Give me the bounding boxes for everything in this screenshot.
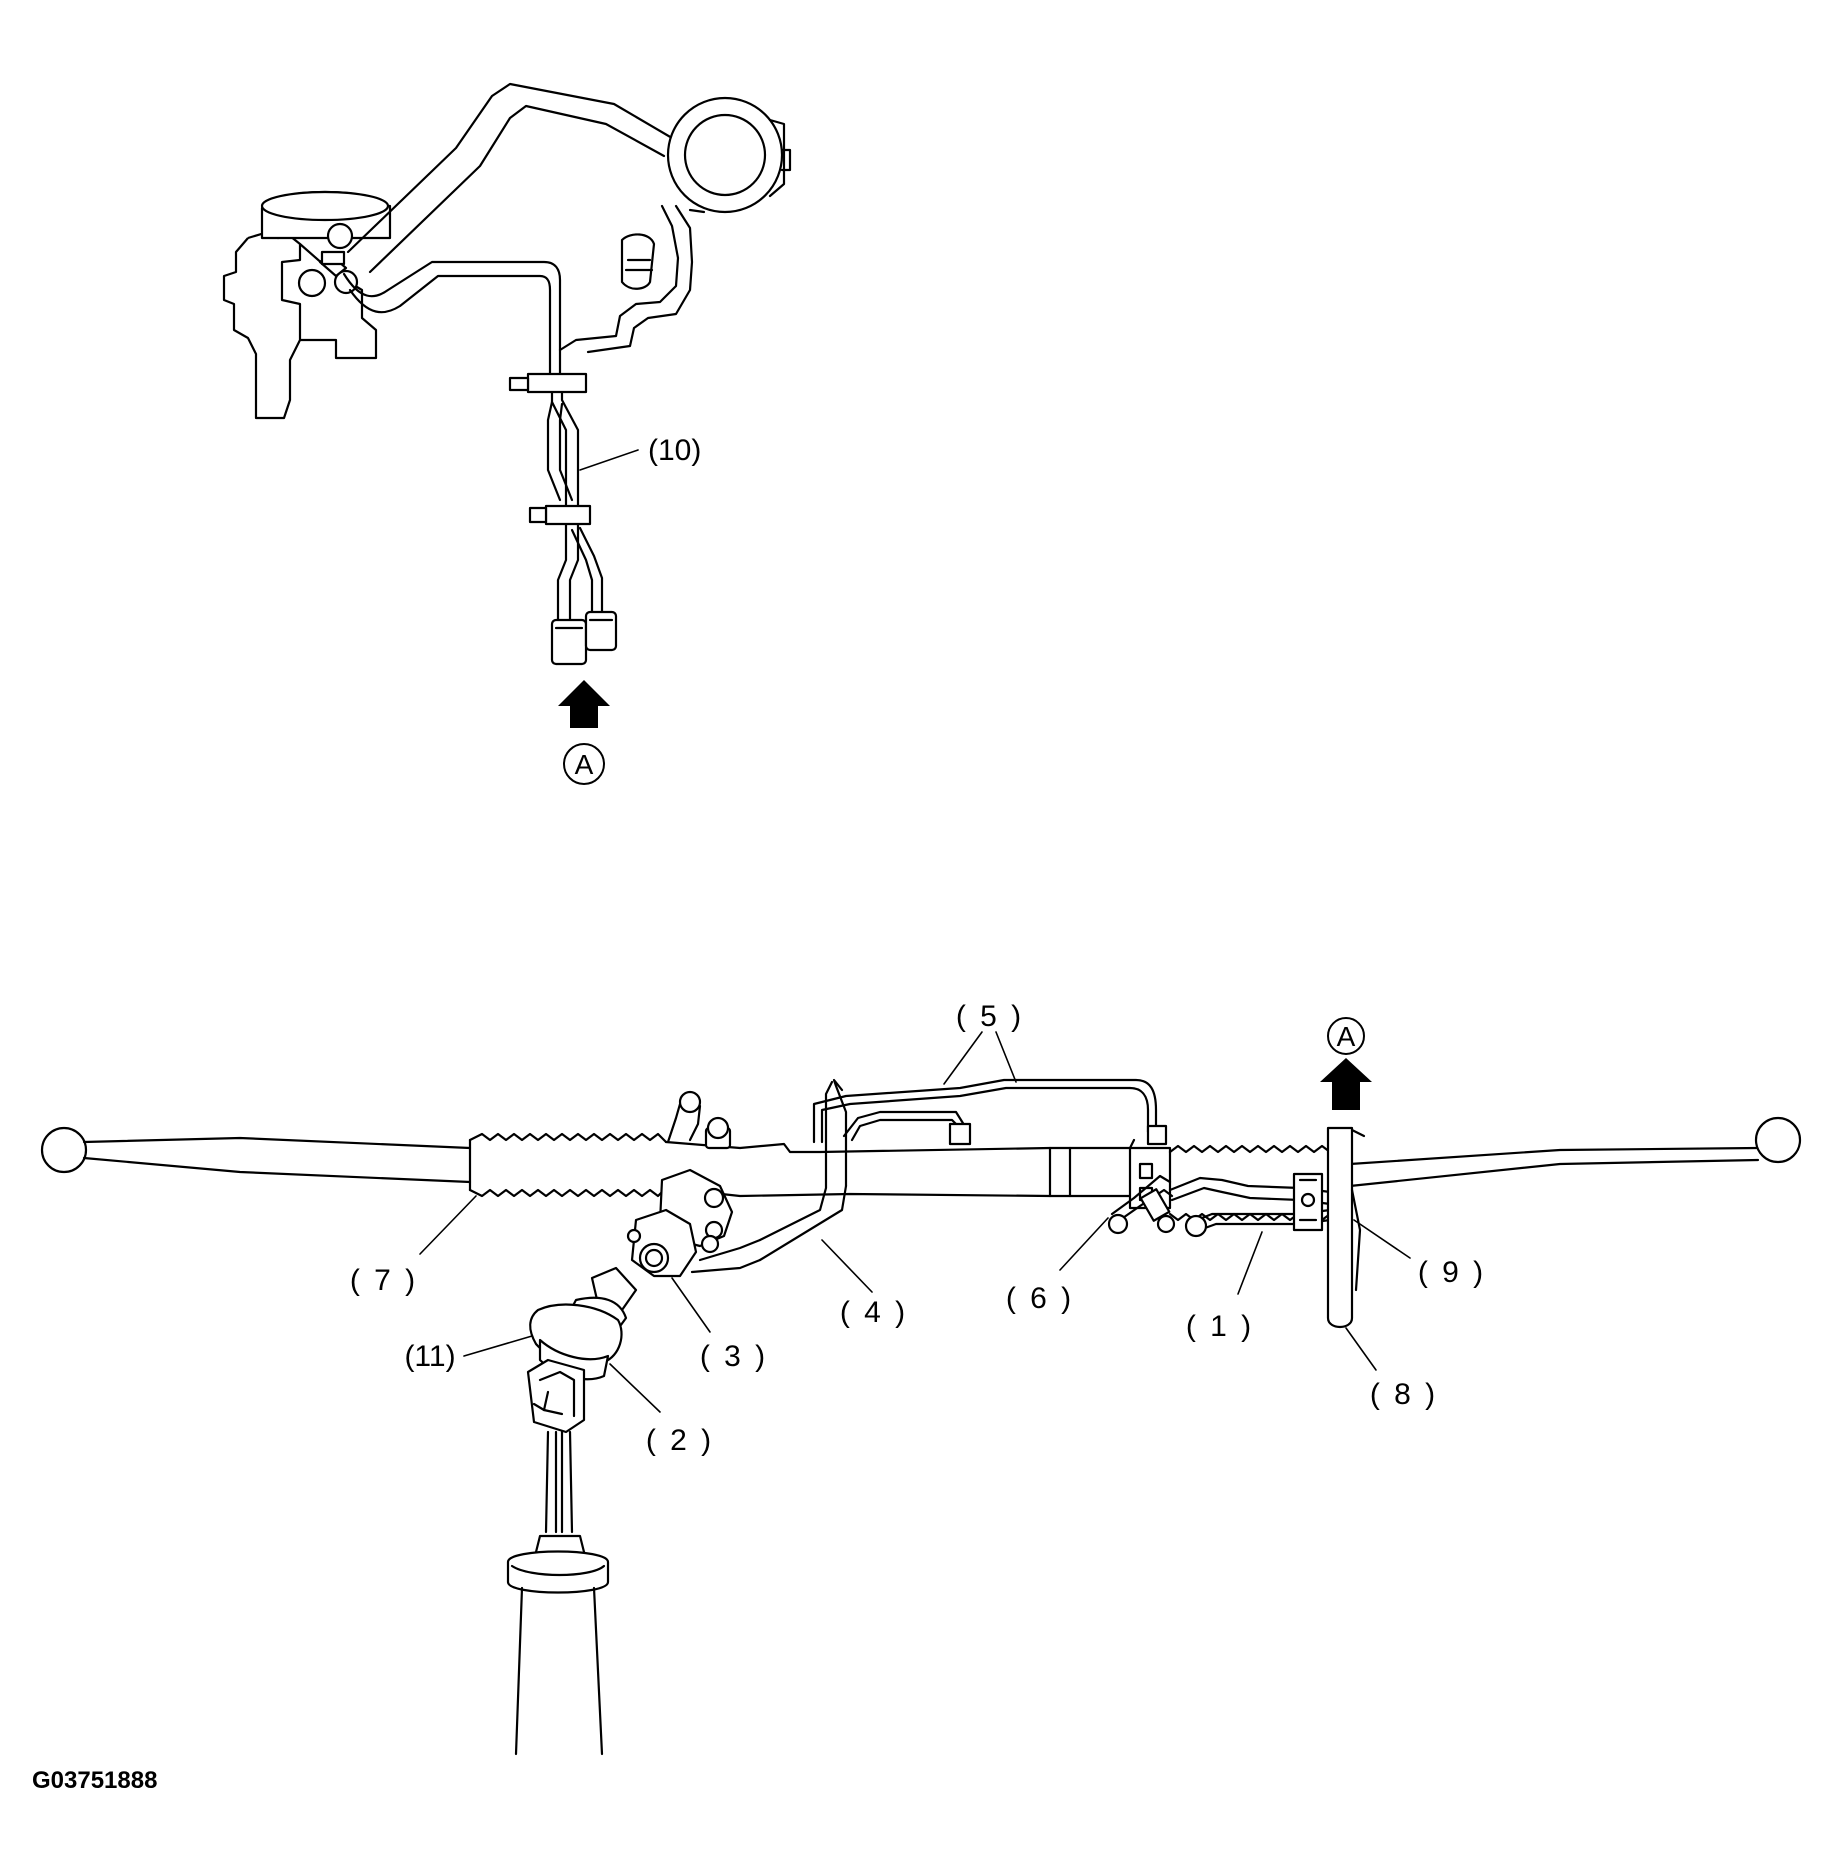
label-7-group: ( 7 ) xyxy=(350,1195,477,1297)
steering-shaft xyxy=(506,1266,638,1756)
clamp-bracket xyxy=(1292,1172,1324,1232)
oil-tank xyxy=(666,96,792,214)
label-6: ( 6 ) xyxy=(1006,1282,1074,1315)
label-1-group: ( 1 ) xyxy=(1186,1231,1263,1343)
boot-left xyxy=(468,1132,668,1198)
label-7: ( 7 ) xyxy=(350,1264,418,1297)
pressure-hose xyxy=(546,376,604,622)
label-6-group: ( 6 ) xyxy=(1006,1217,1109,1315)
label-1: ( 1 ) xyxy=(1186,1310,1254,1343)
label-5: ( 5 ) xyxy=(956,1000,1024,1033)
tie-rod-left xyxy=(40,1126,472,1184)
control-valve xyxy=(626,1168,734,1278)
label-8-group: ( 8 ) xyxy=(1345,1327,1438,1411)
gearbox-housing xyxy=(664,1116,1172,1210)
view-marker-a-top-label: A xyxy=(575,749,594,780)
label-8: ( 8 ) xyxy=(1370,1378,1438,1411)
pressure-pipes xyxy=(758,1078,1168,1262)
label-9: ( 9 ) xyxy=(1418,1256,1486,1289)
label-5-group: ( 5 ) xyxy=(943,1000,1024,1085)
hose-clamp-upper xyxy=(508,372,588,394)
tie-rod-right xyxy=(1348,1116,1802,1188)
label-11: (11) xyxy=(404,1340,455,1373)
label-10: (10) xyxy=(648,434,701,467)
figure-code: G03751888 xyxy=(32,1767,157,1794)
label-10-group: (10) xyxy=(579,434,701,471)
crossmember xyxy=(1326,1126,1366,1329)
hose-clamp-lower xyxy=(528,504,592,526)
hose-end-fittings xyxy=(550,610,618,666)
label-2-group: ( 2 ) xyxy=(609,1363,714,1457)
label-11-group: (11) xyxy=(404,1335,533,1373)
label-4-group: ( 4 ) xyxy=(821,1239,908,1329)
view-marker-a-top: A xyxy=(563,743,605,785)
pipes-to-valve xyxy=(666,1090,762,1274)
label-3: ( 3 ) xyxy=(700,1340,768,1373)
view-arrow-up-top xyxy=(558,680,610,728)
label-3-group: ( 3 ) xyxy=(671,1277,768,1373)
label-9-group: ( 9 ) xyxy=(1353,1219,1486,1289)
return-hose-upper xyxy=(342,82,694,380)
power-steering-pump-assembly xyxy=(222,190,392,420)
view-marker-a-bottom: A xyxy=(1327,1017,1365,1055)
view-arrow-up-bottom xyxy=(1320,1058,1372,1110)
label-4: ( 4 ) xyxy=(840,1296,908,1329)
view-marker-a-bottom-label: A xyxy=(1337,1021,1356,1052)
label-2: ( 2 ) xyxy=(646,1424,714,1457)
